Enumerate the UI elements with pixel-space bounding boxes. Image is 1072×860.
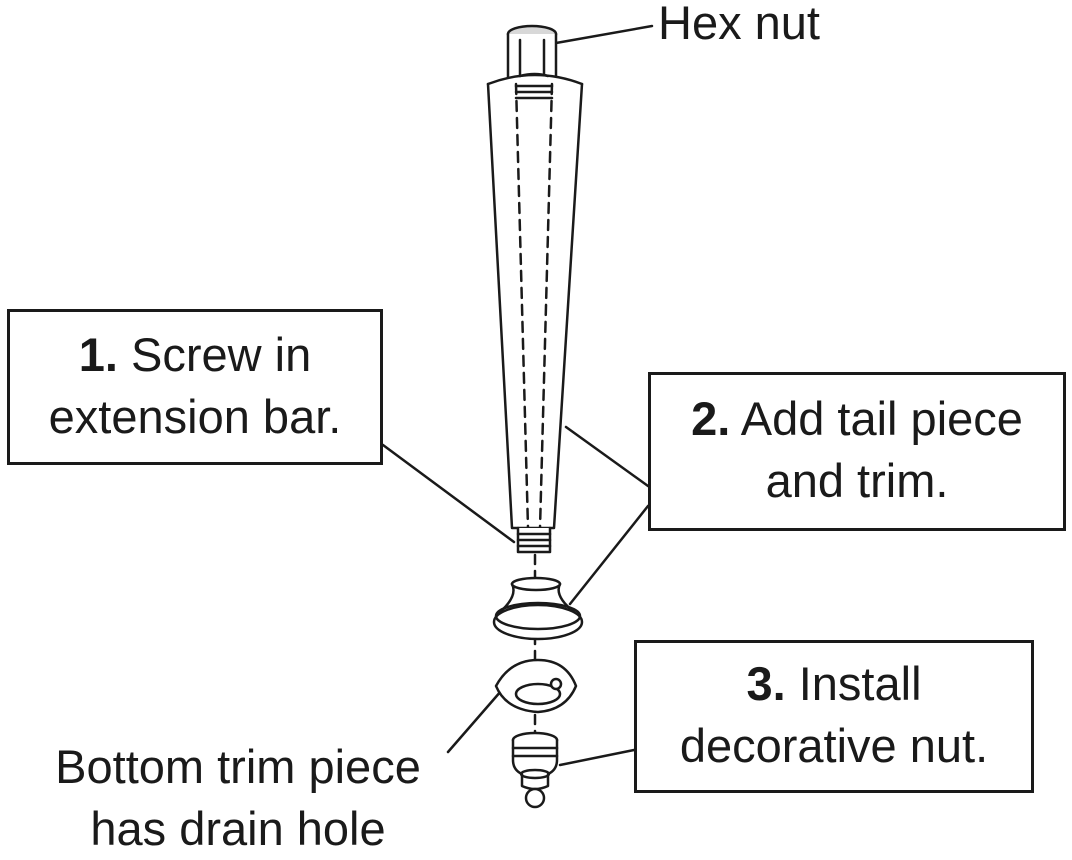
step3-callout: 3. Install decorative nut. — [634, 640, 1034, 793]
step2-line2: and trim. — [765, 454, 949, 507]
step1-line2: extension bar. — [48, 390, 342, 443]
step2-line1: 2. Add tail piece — [651, 388, 1063, 450]
step1-line1: 1. Screw in — [10, 324, 380, 386]
decorative-nut — [511, 731, 559, 809]
bottom-trim-label: Bottom trim piece has drain hole — [24, 736, 452, 860]
step3-text: Install — [798, 657, 922, 710]
step3-number: 3. — [746, 657, 786, 710]
hex-nut-leader — [554, 24, 654, 45]
drain-hole — [549, 677, 563, 691]
step1-text: Screw in — [131, 328, 312, 381]
step3-line2: decorative nut. — [679, 719, 989, 772]
step3-line1: 3. Install — [637, 653, 1031, 715]
step2-leader-upper — [564, 425, 650, 488]
step1-number: 1. — [78, 328, 118, 381]
step1-leader — [381, 443, 516, 544]
bottom-trim-label-line1: Bottom trim piece — [55, 740, 421, 793]
step1-callout: 1. Screw in extension bar. — [7, 309, 383, 465]
hex-nut — [506, 24, 558, 82]
step2-leader-lower — [568, 504, 650, 606]
bottom-trim-piece — [494, 658, 578, 714]
hex-nut-label: Hex nut — [658, 0, 820, 49]
step3-leader — [558, 748, 636, 767]
extension-bar — [486, 72, 584, 554]
step2-number: 2. — [691, 392, 731, 445]
tail-piece — [492, 576, 584, 641]
step2-callout: 2. Add tail piece and trim. — [648, 372, 1066, 531]
bottom-trim-leader — [446, 681, 510, 754]
bottom-trim-label-line2: has drain hole — [90, 802, 386, 855]
step2-text: Add tail piece — [740, 392, 1023, 445]
